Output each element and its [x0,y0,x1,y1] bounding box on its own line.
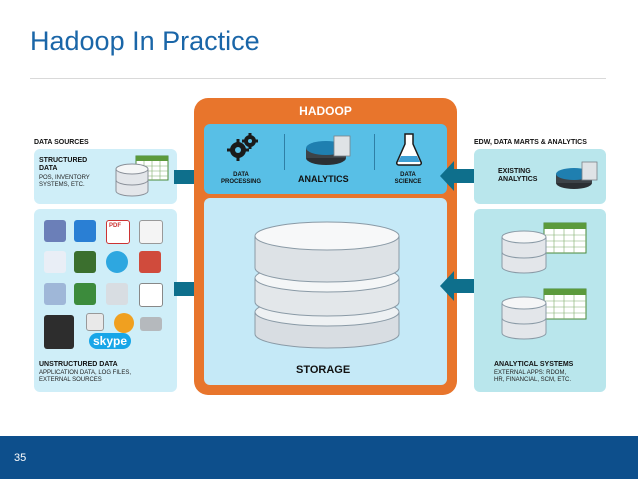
analytical-db-icon-1 [501,222,587,274]
data-science-label: DATA SCIENCE [394,172,422,185]
browser-icon [114,313,134,333]
storage-cylinder-icon [254,221,400,349]
analytics-chart-icon [306,135,351,165]
database-table-icon [115,155,169,197]
gears-icon [227,133,258,161]
document-icon [44,220,66,242]
server-icon [44,315,74,349]
outputs-heading: EDW, DATA MARTS & ANALYTICS [474,139,587,146]
analytics-label: ANALYTICS [298,174,349,184]
divider-right [374,134,375,170]
analytical-systems-box: ANALYTICAL SYSTEMS EXTERNAL APPS: RDOM, … [474,209,606,392]
camera-icon [140,317,162,331]
slide-footer: 35 [0,436,638,479]
unstructured-data-desc: APPLICATION DATA, LOG FILES, EXTERNAL SO… [39,370,132,383]
analytical-systems-desc: EXTERNAL APPS: RDOM, HR, FINANCIAL, SCM,… [494,370,572,383]
existing-analytics-label: EXISTING ANALYTICS [498,168,538,183]
map-icon [74,251,96,273]
data-processing-label: DATA PROCESSING [220,172,261,185]
unstructured-data-title: UNSTRUCTURED DATA [39,361,118,368]
existing-analytics-chart-icon [556,161,598,189]
structured-data-desc: POS, INVENTORY SYSTEMS, ETC. [39,175,90,188]
hadoop-storage-area: STORAGE [204,198,447,385]
title-divider [30,78,606,79]
hadoop-title: HADOOP [299,104,352,118]
existing-analytics-box: EXISTING ANALYTICS [474,149,606,204]
hadoop-frame: HADOOP DATA PROCESSING ANALYTICS DATA SC… [194,98,457,395]
crm-icon [139,251,161,273]
calendar-icon [86,313,104,331]
dropbox-icon [74,220,96,242]
satellite-icon [106,283,128,305]
divider-left [284,134,285,170]
report-icon [139,283,163,307]
slide-number: 35 [14,452,27,464]
analytical-db-icon-2 [501,288,587,340]
analytical-systems-title: ANALYTICAL SYSTEMS [494,361,574,368]
data-sources-heading: DATA SOURCES [34,139,89,146]
graph-icon [44,283,66,305]
skype-icon: skype [89,333,132,349]
pdf-icon: PDF [106,220,130,244]
structured-data-box: STRUCTURED DATA POS, INVENTORY SYSTEMS, … [34,149,177,204]
truck-icon [74,283,96,305]
storage-label: STORAGE [296,364,351,376]
structured-data-title: STRUCTURED DATA [39,157,88,172]
unstructured-data-box: PDF skype UNSTRUCTURED DATA APPLICATION … [34,209,177,392]
hadoop-processing-area: DATA PROCESSING ANALYTICS DATA SCIENCE [204,124,447,194]
flask-icon [396,133,422,166]
chart-icon [44,251,66,273]
slide-title: Hadoop In Practice [30,26,260,56]
spreadsheet-icon [139,220,163,244]
cloud-icon [106,251,128,273]
